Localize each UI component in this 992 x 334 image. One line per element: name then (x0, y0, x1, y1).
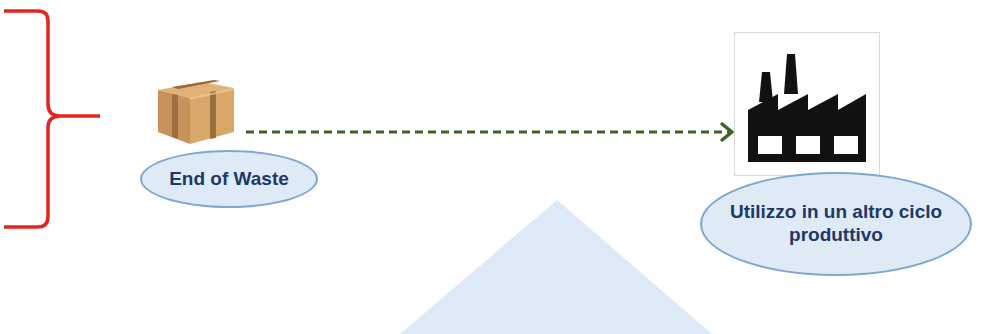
blue-triangle (400, 200, 712, 334)
factory-icon (734, 32, 880, 176)
node-label: End of Waste (169, 168, 289, 191)
node-label: Utilizzo in un altro ciclo produttivo (728, 201, 944, 247)
oval-label: Utilizzo in un altro ciclo produttivo (700, 172, 972, 276)
red-brace (4, 11, 100, 227)
oval-label: End of Waste (140, 150, 318, 208)
dashed-arrow (246, 124, 732, 140)
box-icon (154, 68, 238, 148)
flow-node: End of Waste (140, 68, 318, 208)
flow-node: Utilizzo in un altro ciclo produttivo (700, 32, 972, 276)
